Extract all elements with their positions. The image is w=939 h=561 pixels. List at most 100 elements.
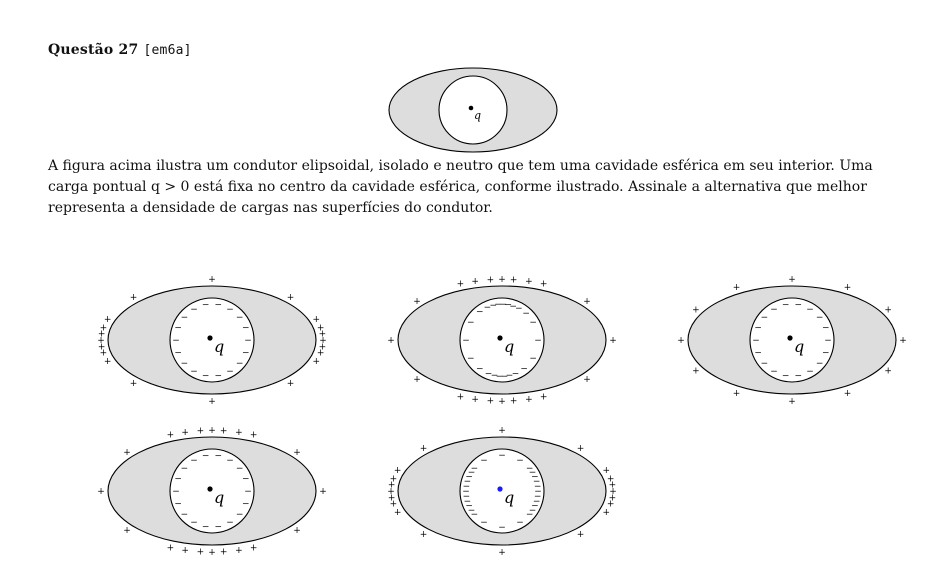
positive-charge-mark: + [100,323,108,333]
negative-charge-mark: − [500,300,508,310]
negative-charge-mark: − [822,324,830,334]
negative-charge-mark: − [181,313,189,323]
negative-charge-mark: − [462,487,470,497]
negative-charge-mark: − [480,456,488,466]
question-heading: Questão 27 [em6a] [48,42,192,58]
negative-charge-mark: − [202,372,210,382]
positive-charge-mark: + [293,526,301,536]
negative-charge-mark: − [172,487,180,497]
alternative-3-figure[interactable]: ++++++++++++−−−−−−−−−−−−−−−−−−q [672,270,912,410]
point-charge [468,105,474,111]
negative-charge-mark: − [181,359,189,369]
positive-charge-mark: + [607,500,615,510]
negative-charge-mark: − [485,369,493,379]
negative-charge-mark: − [770,305,778,315]
negative-charge-mark: − [534,487,542,497]
negative-charge-mark: − [484,303,492,313]
negative-charge-mark: − [476,308,484,318]
alternative-5-figure[interactable]: ++++++++++++++++++++−−−−−−−−−−−−−−−−−−−−… [382,421,622,561]
negative-charge-mark: − [496,372,504,382]
negative-charge-mark: − [498,451,506,461]
positive-charge-mark: + [884,367,892,377]
negative-charge-mark: − [761,359,769,369]
positive-charge-mark: + [287,379,295,389]
negative-charge-mark: − [505,301,513,311]
main-figure: q [388,67,558,153]
negative-charge-mark: − [465,502,473,512]
positive-charge-mark: + [457,279,465,289]
positive-charge-mark: + [388,481,396,491]
negative-charge-mark: − [190,367,198,377]
negative-charge-mark: − [236,510,244,520]
negative-charge-mark: − [816,313,824,323]
positive-charge-mark: + [167,544,175,554]
cavity-surface [749,297,835,383]
positive-charge-mark: + [510,275,518,285]
negative-charge-mark: − [467,318,475,328]
negative-charge-mark: − [236,359,244,369]
negative-charge-mark: − [471,510,479,520]
positive-charge-mark: + [293,448,301,458]
negative-charge-mark: − [516,518,524,528]
positive-charge-mark: + [471,277,479,287]
point-charge [787,335,793,341]
positive-charge-mark: + [607,474,615,484]
negative-charge-mark: − [181,510,189,520]
cavity-surface [169,448,255,534]
negative-charge-mark: − [534,492,542,502]
negative-charge-mark: − [181,464,189,474]
positive-charge-mark: + [97,336,105,346]
positive-charge-mark: + [603,466,611,476]
positive-charge-mark: + [235,428,243,438]
negative-charge-mark: − [468,468,476,478]
alternative-2-figure[interactable]: ++++++++++++++++++++−−−−−−−−−−−−−−−−−−−−… [382,270,622,410]
negative-charge-mark: − [534,482,542,492]
negative-charge-mark: − [795,372,803,382]
charge-label: q [504,488,514,507]
negative-charge-mark: − [190,305,198,315]
positive-charge-mark: + [394,466,402,476]
positive-charge-mark: + [609,481,617,491]
negative-charge-mark: − [509,302,517,312]
positive-charge-mark: + [317,349,325,359]
negative-charge-mark: − [770,367,778,377]
positive-charge-mark: + [197,426,205,436]
negative-charge-mark: − [215,452,223,462]
point-charge [497,486,503,492]
negative-charge-mark: − [215,372,223,382]
positive-charge-mark: + [319,330,327,340]
negative-charge-mark: − [512,369,520,379]
negative-charge-mark: − [782,372,790,382]
negative-charge-mark: − [242,324,250,334]
cavity-surface [459,448,545,534]
charge-label: q [794,337,804,356]
negative-charge-mark: − [480,518,488,528]
negative-charge-mark: − [782,301,790,311]
positive-charge-mark: + [692,367,700,377]
negative-charge-mark: − [533,477,541,487]
negative-charge-mark: − [824,336,832,346]
negative-charge-mark: − [464,497,472,507]
positive-charge-mark: + [525,395,533,405]
positive-charge-mark: + [319,336,327,346]
alternative-4-figure[interactable]: ++++++++++++++++++++−−−−−−−−−−−−−−−−−−q [92,421,332,561]
positive-charge-mark: + [577,444,585,454]
positive-charge-mark: + [130,379,138,389]
positive-charge-mark: + [220,426,228,436]
positive-charge-mark: + [884,306,892,316]
negative-charge-mark: − [215,301,223,311]
alternative-1-figure[interactable]: ++++++++++++++++++++−−−−−−−−−−−−−−−−−−q [92,270,332,410]
positive-charge-mark: + [677,336,685,346]
charge-label: q [474,109,481,122]
negative-charge-mark: − [516,456,524,466]
positive-charge-mark: + [208,275,216,285]
negative-charge-mark: − [215,523,223,533]
cavity-surface [459,297,545,383]
positive-charge-mark: + [457,393,465,403]
negative-charge-mark: − [816,359,824,369]
positive-charge-mark: + [420,444,428,454]
positive-charge-mark: + [250,430,258,440]
negative-charge-mark: − [242,499,250,509]
negative-charge-mark: − [172,336,180,346]
negative-charge-mark: − [491,371,499,381]
